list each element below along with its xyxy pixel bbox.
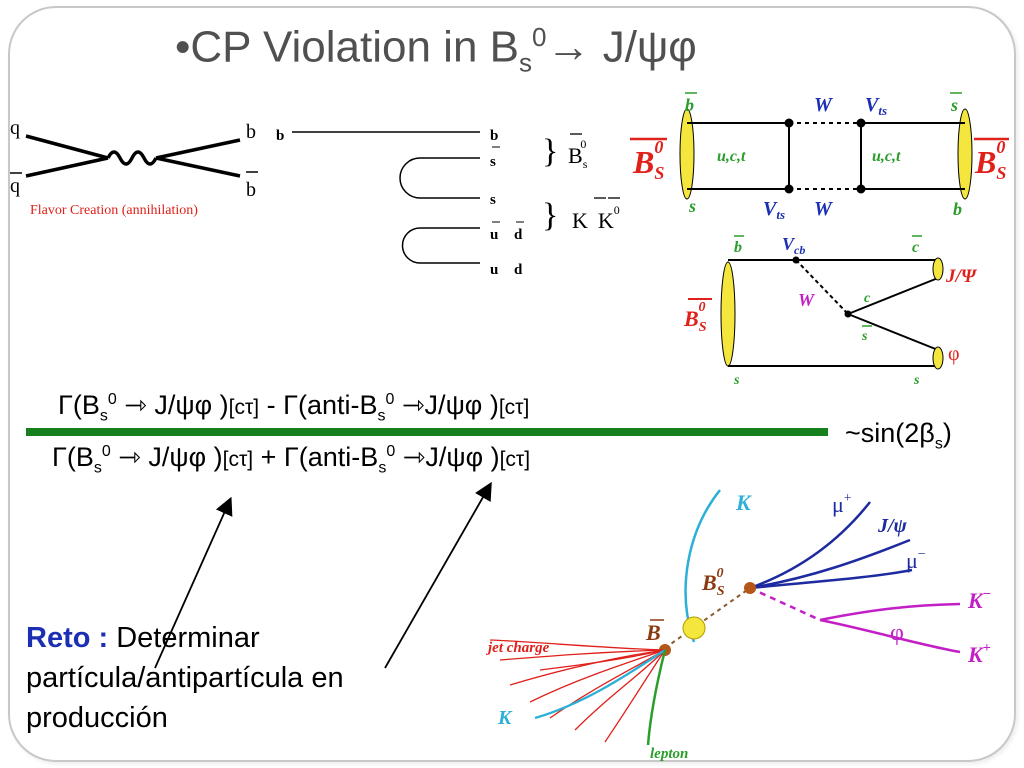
fraction-bar [26, 428, 828, 436]
box-loop-left: u,c,t [717, 148, 746, 165]
ql-s2: s [490, 192, 496, 208]
challenge-text: Reto : Determinar partícula/antipartícul… [26, 622, 344, 734]
event-bbar: B [645, 620, 661, 645]
box-vts-top: Vts [865, 94, 887, 118]
event-k-left: K [497, 707, 513, 729]
event-bs: BS0 [701, 566, 725, 599]
box-mixing-diagram: b W Vts s BS0 u,c,t u,c,t BS0 s Vts W b [630, 92, 1009, 222]
slide-frame [8, 6, 1016, 762]
decay-meson: BS0 [683, 300, 707, 335]
event-display-diagram: K μ+ J/ψ μ− BS0 K− φ K+ B jet charge K l… [486, 489, 991, 762]
box-vts-bottom: Vts [763, 198, 785, 222]
decay-w: W [798, 290, 816, 310]
decay-phi: φ [948, 343, 960, 365]
event-mu-minus: μ− [906, 547, 926, 573]
event-k-minus: K− [967, 587, 991, 613]
ql-b-left: b [276, 128, 284, 144]
flavor-b-bottom: b [246, 179, 256, 201]
flavor-q-bottom: q [10, 175, 20, 197]
box-s-bottom-left: s [688, 196, 696, 216]
flavor-creation-diagram: q q b b Flavor Creation (annihilation) [10, 117, 258, 218]
ql-u2: u [490, 262, 498, 278]
event-k-plus: K+ [967, 641, 991, 667]
box-w-bottom: W [814, 198, 833, 220]
ql-bs-label: Bs0 [568, 137, 588, 171]
ql-d: d [514, 227, 523, 243]
equation-result: ~sin(2βs) [845, 418, 952, 453]
box-left-meson: BS0 [632, 137, 664, 183]
equation-numerator: Γ(Bs0 ⇾ J/ψφ )[cτ] - Γ(anti-Bs0 ⇾J/ψφ )[… [58, 390, 530, 425]
flavor-caption: Flavor Creation (annihilation) [30, 203, 198, 218]
ql-brace-top: } [542, 133, 558, 170]
decay-c-top: c [912, 239, 919, 256]
arrow-denominator [384, 481, 492, 669]
box-loop-right: u,c,t [872, 148, 901, 165]
event-jpsi: J/ψ [877, 515, 908, 537]
decay-diagram: b Vcb c J/Ψ W c s φ BS0 s s [683, 234, 978, 388]
equation-denominator: Γ(Bs0 ⇾ J/ψφ )[cτ] + Γ(anti-Bs0 ⇾J/ψφ )[… [52, 442, 531, 477]
decay-s-mid: s [861, 329, 868, 344]
flavor-q-top: q [10, 117, 20, 139]
ql-brace-bottom: } [542, 197, 558, 234]
box-right-meson: BS0 [974, 137, 1006, 183]
arrow-numerator [154, 496, 233, 669]
slide-title: •CP Violation in Bs0→ J/ψφ [175, 22, 697, 78]
event-phi: φ [890, 620, 904, 646]
ql-s: s [490, 154, 496, 170]
decay-vcb: Vcb [782, 234, 805, 257]
event-jet-charge: jet charge [486, 640, 550, 656]
ql-u: u [490, 227, 498, 243]
ql-d2: d [514, 262, 523, 278]
box-b-bottom-right: b [953, 199, 962, 219]
box-s-top-right: s [950, 95, 958, 115]
decay-b-top: b [734, 239, 742, 256]
box-w-top: W [814, 94, 833, 116]
decay-s-right: s [913, 373, 920, 388]
box-b-top-left: b [685, 95, 694, 115]
decay-jpsi: J/Ψ [945, 266, 978, 287]
decay-c-mid: c [864, 291, 871, 306]
event-mu-plus: μ+ [832, 491, 852, 517]
flavor-b-top: b [246, 121, 256, 143]
event-lepton: lepton [650, 746, 688, 762]
ql-b-right: b [490, 128, 498, 144]
decay-s-left: s [733, 373, 740, 388]
event-k-top: K [735, 490, 752, 515]
